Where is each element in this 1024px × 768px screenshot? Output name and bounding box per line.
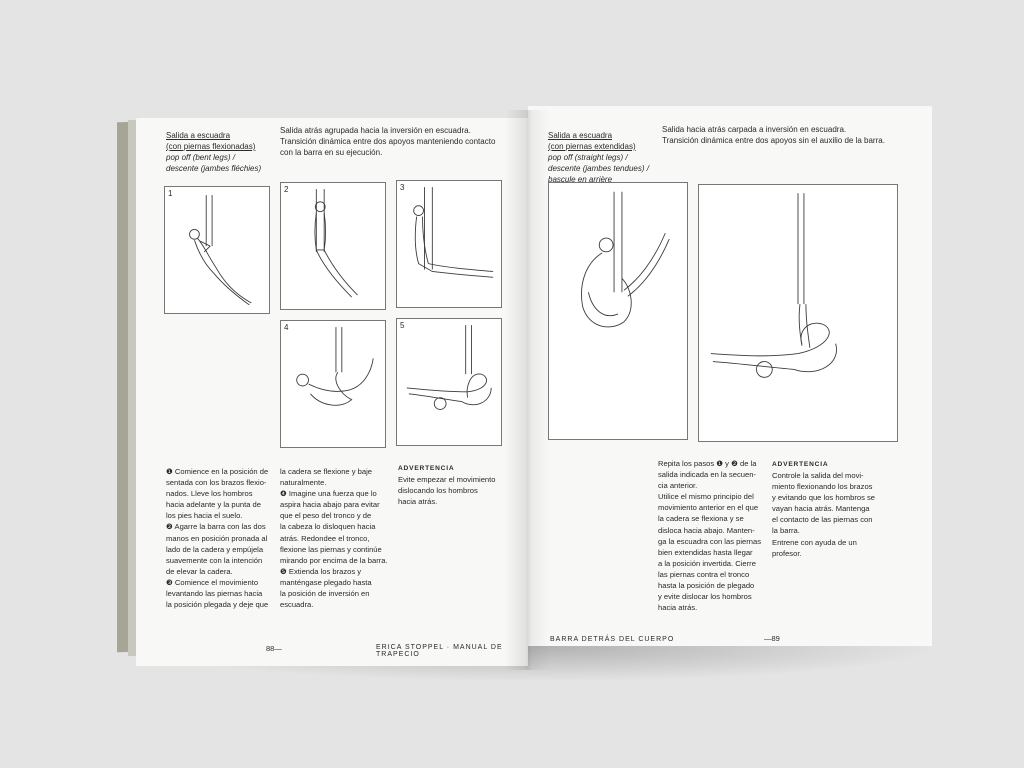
left-intro-line2: Transición dinámica entre dos apoyos man… [280, 137, 496, 146]
trapeze-figure-3-illustration [413, 187, 494, 278]
warning-line: Controle la salida del movi- [772, 471, 864, 480]
body-line: sentada con los brazos flexio- [166, 478, 267, 488]
trapeze-figure-5-illustration [406, 325, 492, 410]
body-line: ❷ Agarre la barra con las dos [166, 522, 266, 532]
body-line: levantando las piernas hacia [166, 589, 263, 599]
warning-line: y evitando que los hombros se [772, 493, 875, 503]
left-running-head: ERICA STOPPEL · MANUAL DE TRAPECIO [376, 644, 503, 658]
warning-label: Advertencia [398, 465, 455, 472]
body-line: la cadera se flexiona y se [658, 514, 744, 524]
warning-line: hacia atrás. [398, 497, 438, 507]
figure-1: 1 [164, 186, 270, 314]
left-intro-line1: Salida atrás agrupada hacia la inversión… [280, 126, 471, 135]
body-line: la posición plegada y deje que [166, 600, 269, 610]
right-page: Salida a escuadra (con piernas extendida… [528, 106, 932, 646]
left-subtitle-en: pop off (bent legs) / [166, 153, 235, 162]
body-line: hacia adelante y la punta de [166, 500, 261, 510]
figure-number: 2 [284, 185, 289, 194]
figure-4: 4 [280, 320, 386, 448]
right-intro-line2: Transición dinámica entre dos apoyos sin… [662, 136, 885, 145]
body-line: manos en posición pronada al [166, 533, 268, 543]
warning-line: dislocando los hombros [398, 486, 478, 496]
right-title: Salida a escuadra [548, 131, 613, 140]
right-warning-box: Advertencia Controle la salida del movi-… [772, 460, 882, 559]
body-line: que el peso del tronco y de [280, 511, 372, 521]
figure-5: 5 [396, 318, 502, 446]
trapeze-figure-inverted-illustration [710, 193, 837, 378]
left-subtitle-fr: descente (jambes fléchies) [166, 164, 262, 173]
figure-number: 3 [400, 183, 405, 192]
figure-number: 5 [400, 321, 405, 330]
body-line: Utilice el mismo principio del [658, 492, 754, 502]
warning-line: profesor. [772, 548, 802, 558]
body-line: cia anterior. [658, 481, 698, 491]
body-line: la cadera se flexione y baje [280, 467, 373, 476]
warning-line: el contacto de las piernas con [772, 515, 873, 525]
body-line: a la posición invertida. Cierre [658, 558, 756, 568]
figure-3: 3 [396, 180, 502, 308]
body-line: bien extendidas hasta llegar [658, 547, 753, 557]
right-subtitle-fr: descente (jambes tendues) / [548, 164, 649, 173]
trapeze-figure-1-illustration [189, 195, 252, 306]
body-line: aspira hacia abajo para evitar [280, 500, 380, 510]
body-line: las piernas contra el tronco [658, 569, 750, 579]
body-line: los pies hacia el suelo. [166, 511, 243, 521]
left-title: Salida a escuadra [166, 131, 231, 140]
body-line: Repita los pasos ❶ y ❷ de la [658, 459, 757, 468]
left-intro-line3: con la barra en su ejecución. [280, 148, 383, 157]
right-subtitle-en: pop off (straight legs) / [548, 153, 628, 162]
left-body-column-1: ❶ Comience en la posición de sentada con… [166, 466, 276, 610]
body-line: manténgase plegado hasta [280, 577, 372, 587]
body-line: atrás. Redondee el tronco, [280, 533, 370, 543]
left-body-column-2: la cadera se flexione y baje naturalment… [280, 466, 392, 610]
body-line: nados. Lleve los hombros [166, 489, 253, 499]
left-warning-box: Advertencia Evite empezar el movimiento … [398, 464, 508, 507]
warning-line: la barra. [772, 526, 800, 536]
warning-line: miento flexionando los brazos [772, 482, 873, 492]
body-line: y evite dislocar los hombros [658, 592, 752, 602]
body-line: ❺ Extienda los brazos y [280, 566, 362, 576]
warning-label: Advertencia [772, 461, 829, 468]
figure-2: 2 [280, 182, 386, 310]
figure-number: 1 [168, 189, 173, 198]
body-line: movimiento anterior en el que [658, 503, 759, 513]
body-line: la posición de inversión en [280, 589, 370, 599]
right-body-column: Repita los pasos ❶ y ❷ de la salida indi… [658, 458, 770, 613]
body-line: mirando por encima de la barra. [280, 555, 388, 565]
right-title-sub: (con piernas extendidas) [548, 142, 636, 151]
body-line: disloca hacia abajo. Manten- [658, 525, 755, 535]
book-gutter [505, 110, 550, 670]
warning-line: Evite empezar el movimiento [398, 475, 496, 484]
right-running-head: BARRA DETRÁS DEL CUERPO [550, 636, 675, 643]
body-line: flexione las piernas y continúe [280, 544, 382, 554]
right-figure-2 [698, 184, 898, 442]
body-line: salida indicada en la secuen- [658, 470, 756, 480]
body-line: suavemente con la intención [166, 555, 263, 565]
warning-line: Entrene con ayuda de un [772, 537, 857, 547]
body-line: lado de la cadera y empújela [166, 544, 264, 554]
left-page: Salida a escuadra (con piernas flexionad… [136, 118, 528, 666]
body-line: ❹ Imagine una fuerza que lo [280, 489, 377, 499]
right-subtitle-fr-alt: bascule en arrière [548, 175, 613, 184]
right-figure-1 [548, 182, 688, 440]
body-line: de elevar la cadera. [166, 566, 233, 576]
left-title-sub: (con piernas flexionadas) [166, 142, 256, 151]
right-page-number: —89 [764, 634, 780, 643]
right-intro-line1: Salida hacia atrás carpada a inversión e… [662, 125, 847, 134]
body-line: ga la escuadra con las piernas [658, 536, 762, 546]
body-line: ❸ Comience el movimiento [166, 577, 259, 587]
trapeze-figure-tuck-illustration [581, 191, 670, 328]
body-line: la cabeza lo disloquen hacia [280, 522, 376, 532]
body-line: hasta la posición de plegado [658, 581, 755, 591]
warning-line: vayan hacia atrás. Mantenga [772, 504, 870, 514]
body-line: hacia atrás. [658, 603, 698, 613]
left-page-number: 88— [266, 644, 282, 653]
body-line: naturalmente. [280, 478, 327, 488]
figure-number: 4 [284, 323, 289, 332]
body-line: escuadra. [280, 600, 314, 610]
body-line: ❶ Comience en la posición de [166, 467, 269, 476]
trapeze-figure-2-illustration [314, 189, 358, 298]
trapeze-figure-4-illustration [296, 327, 374, 406]
